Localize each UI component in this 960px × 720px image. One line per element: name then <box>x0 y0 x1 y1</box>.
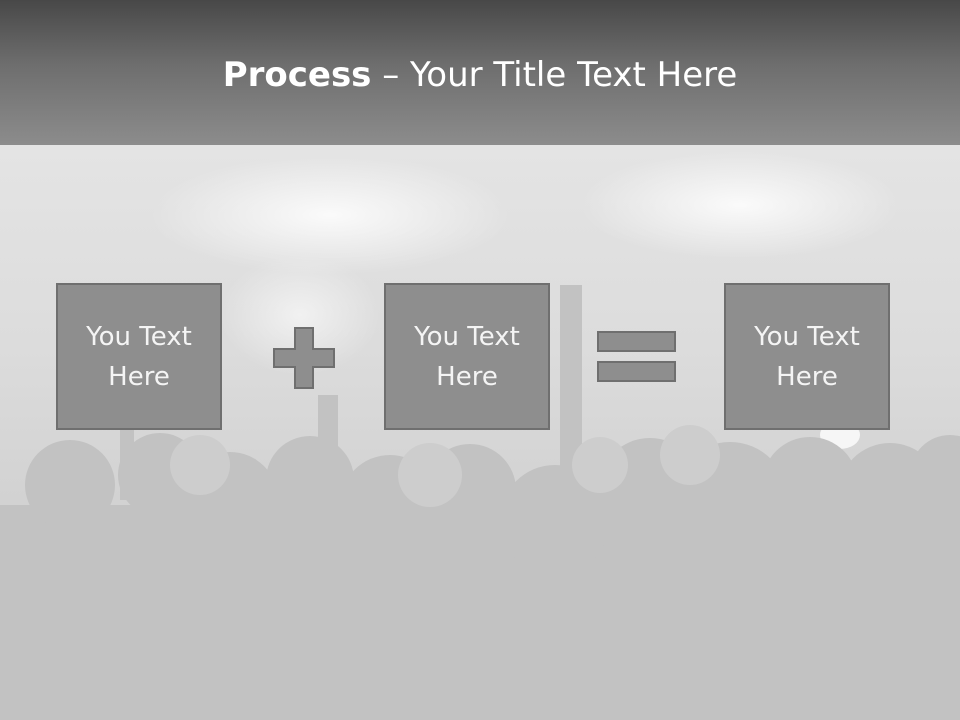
text-box-1[interactable]: You Text Here <box>56 283 222 430</box>
plus-icon <box>273 327 335 389</box>
concert-crowd-background-image <box>0 145 960 720</box>
text-box-3[interactable]: You Text Here <box>724 283 890 430</box>
text-box-1-label: You Text Here <box>86 321 192 392</box>
slide-title: Process – Your Title Text Here <box>0 52 960 98</box>
title-rest: – Your Title Text Here <box>371 55 738 95</box>
text-box-2[interactable]: You Text Here <box>384 283 550 430</box>
title-bold-word: Process <box>222 55 372 95</box>
text-box-2-label: You Text Here <box>414 321 520 392</box>
equals-top-bar <box>597 331 676 352</box>
title-bar: Process – Your Title Text Here <box>0 0 960 145</box>
text-box-3-label: You Text Here <box>754 321 860 392</box>
equals-bottom-bar <box>597 361 676 382</box>
